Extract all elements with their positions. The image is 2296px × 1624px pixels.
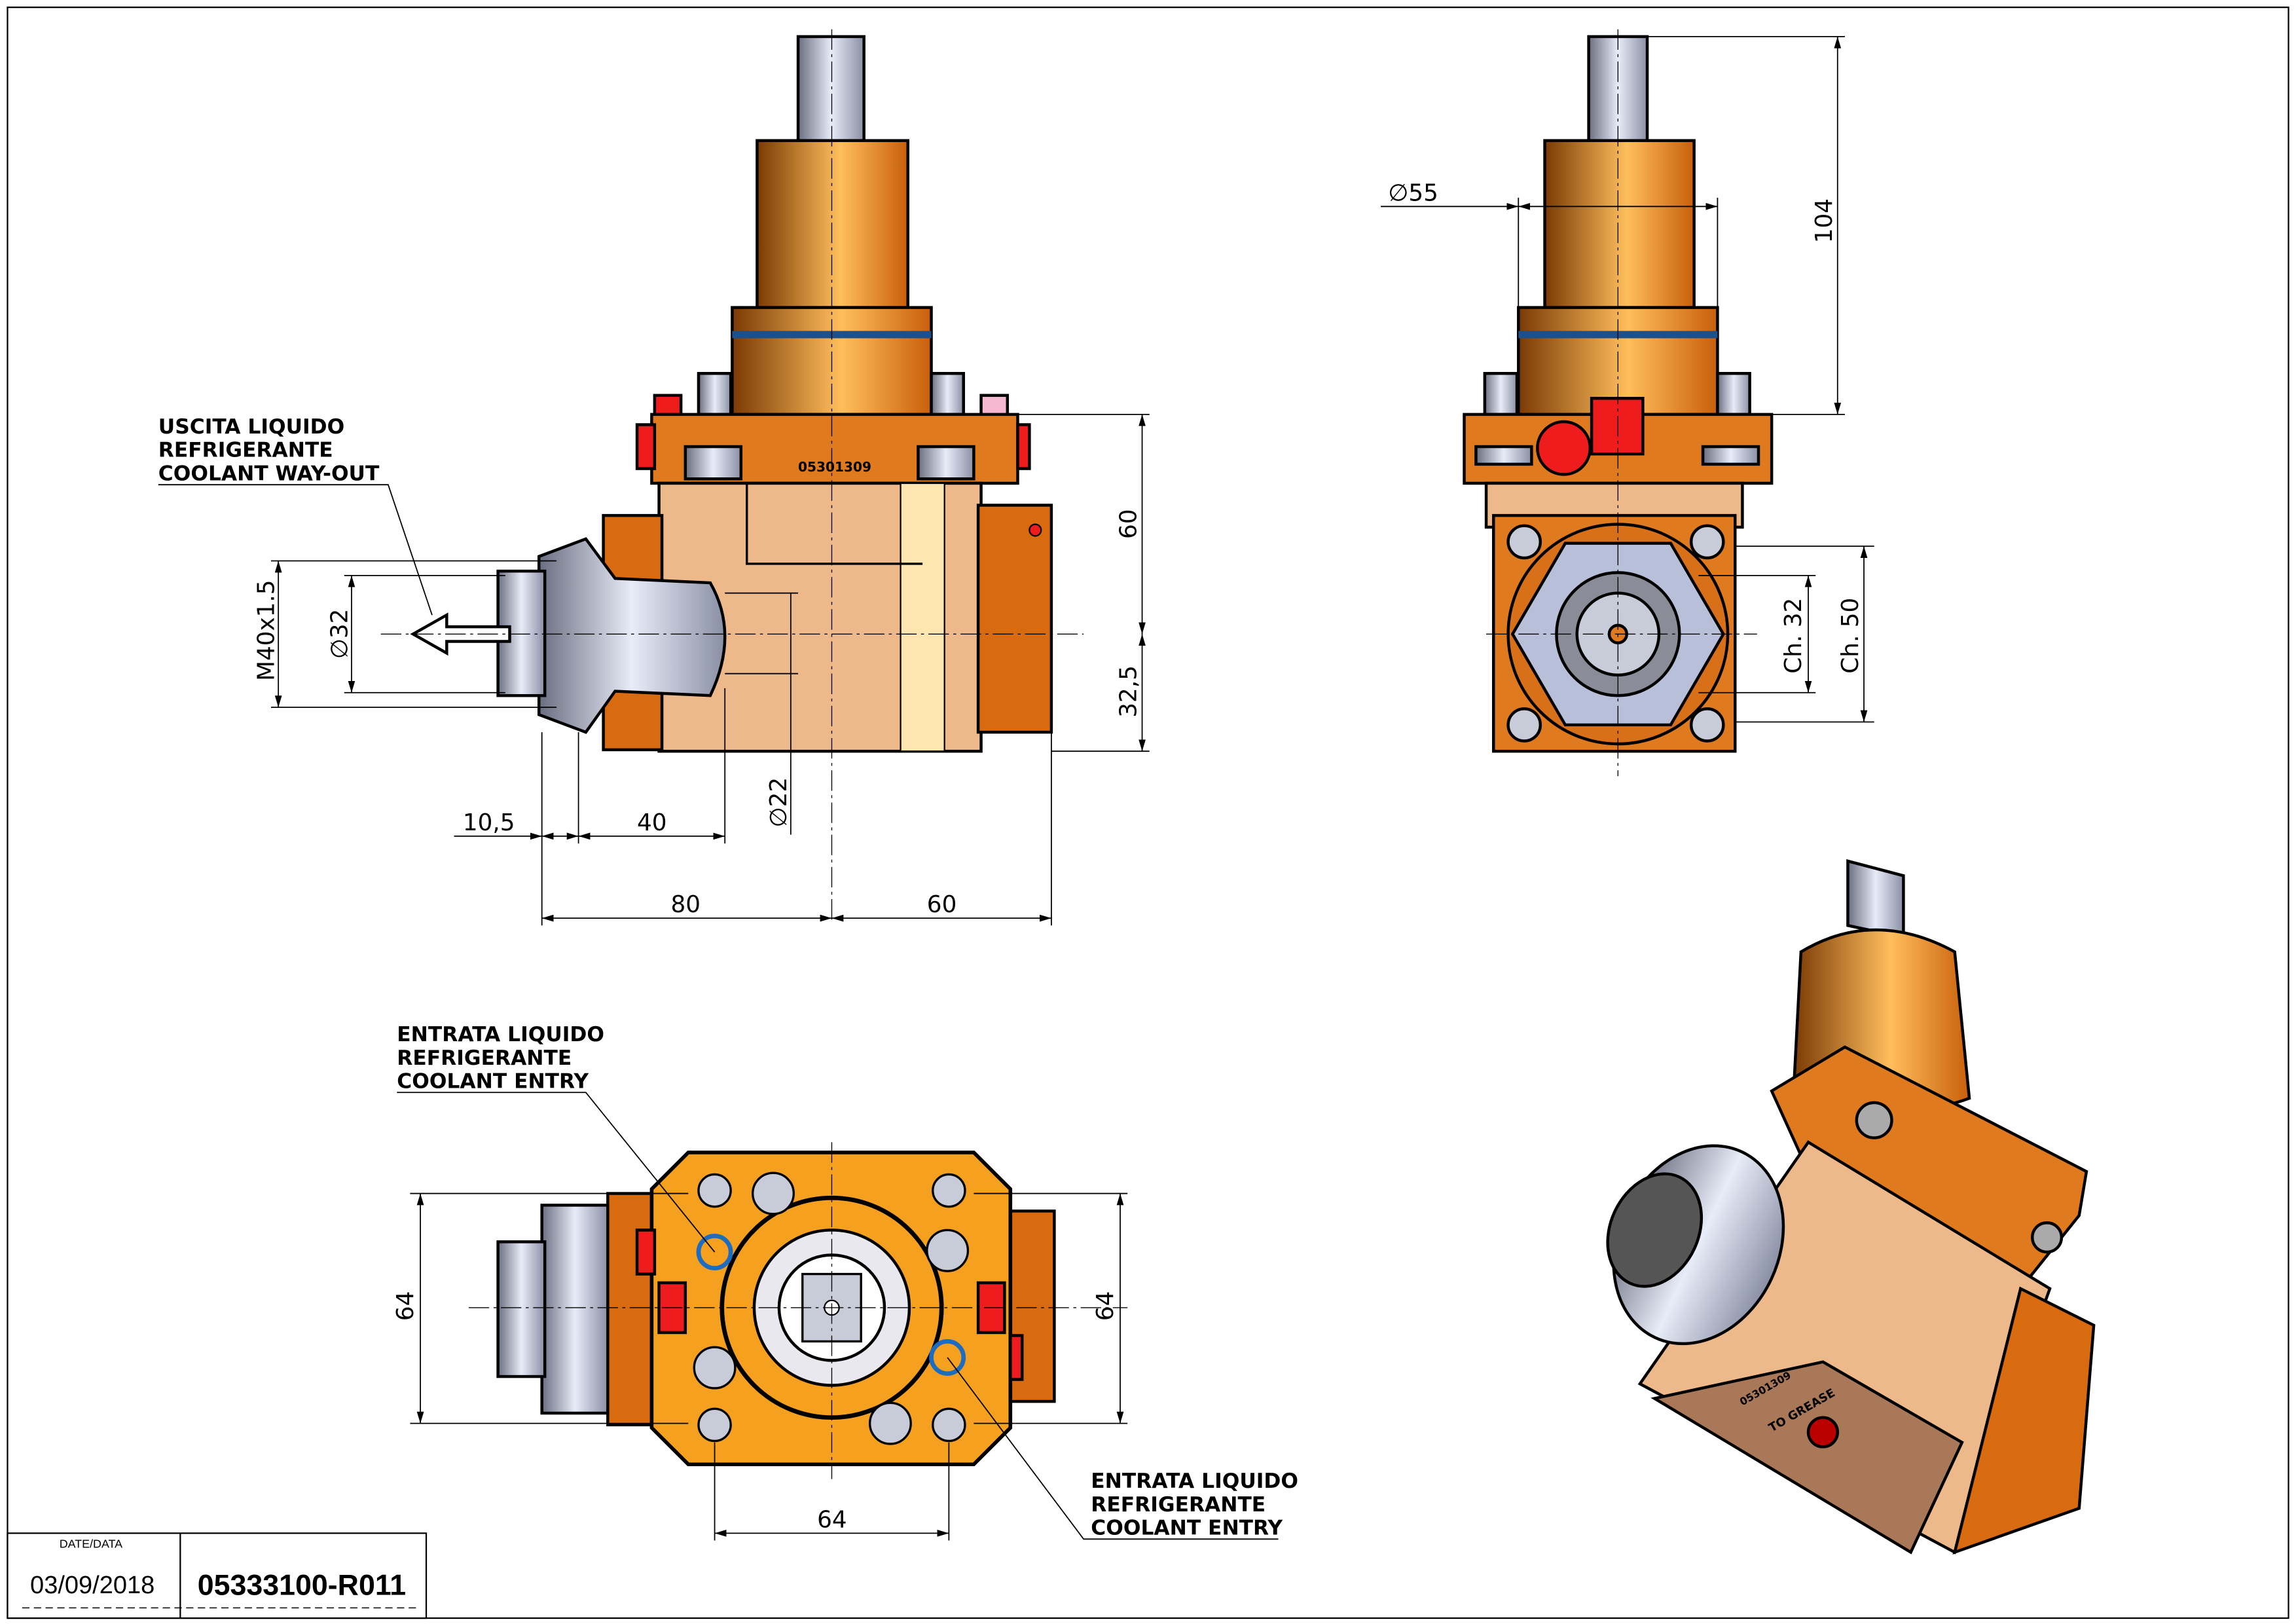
- bottom-dimensions: 64 64 64: [392, 1192, 1128, 1541]
- callout-line-1: USCITA LIQUIDO: [158, 415, 344, 439]
- drawing-number: 05333100-R011: [198, 1569, 406, 1601]
- dim-ch-32: Ch. 32: [1780, 598, 1807, 674]
- part-marking: 05301309: [798, 459, 871, 475]
- callout-line-3: COOLANT ENTRY: [1091, 1517, 1283, 1540]
- side-dimensions: 104 ∅55 Ch. 32 Ch. 50: [1381, 36, 1874, 723]
- callout-line-1: ENTRATA LIQUIDO: [1091, 1469, 1298, 1493]
- dim-offset-a: 10,5: [463, 809, 515, 836]
- dim-bore: ∅32: [326, 609, 353, 659]
- dim-height: 104: [1811, 198, 1838, 243]
- dim-height-upper: 60: [1116, 509, 1142, 539]
- dim-height-lower: 32,5: [1116, 665, 1142, 718]
- drawing-date: 03/09/2018: [30, 1572, 155, 1599]
- callout-line-3: COOLANT ENTRY: [397, 1070, 589, 1094]
- dim-right: 64: [1092, 1291, 1119, 1321]
- dim-diameter: ∅55: [1388, 179, 1438, 206]
- bolt-head: [917, 445, 975, 481]
- shank: [796, 35, 866, 144]
- dim-bottom: 64: [817, 1506, 847, 1533]
- dim-width-right: 60: [927, 891, 957, 918]
- red-block: [1590, 397, 1645, 456]
- callout-line-3: COOLANT WAY-OUT: [158, 462, 380, 485]
- isometric-view: 05301309 TO GREASE: [1606, 859, 2096, 1555]
- front-view: 05301309: [380, 29, 1084, 923]
- body-rib: [900, 482, 945, 752]
- red-plug: [1016, 423, 1031, 470]
- callout-line-2: REFRIGERANTE: [158, 439, 333, 462]
- collet-nut: [540, 1204, 610, 1415]
- callout-line-2: REFRIGERANTE: [397, 1046, 572, 1070]
- coolant-entry-callout-bottom: ENTRATA LIQUIDO REFRIGERANTE COOLANT ENT…: [947, 1357, 1298, 1540]
- stud-left: [697, 372, 733, 416]
- dim-shaft: ∅22: [765, 777, 792, 828]
- dim-offset-b: 40: [637, 809, 667, 836]
- title-block: DATE/DATA 03/09/2018 05333100-R011: [7, 1532, 428, 1619]
- dim-left: 64: [392, 1291, 419, 1321]
- red-plug-left: [653, 394, 683, 418]
- red-plug: [635, 423, 657, 470]
- coolant-way-out-callout: USCITA LIQUIDO REFRIGERANTE COOLANT WAY-…: [158, 415, 433, 616]
- dim-ch-50: Ch. 50: [1837, 598, 1864, 674]
- dim-width-left: 80: [670, 891, 701, 918]
- coolant-entry-callout-top: ENTRATA LIQUIDO REFRIGERANTE COOLANT ENT…: [397, 1023, 716, 1253]
- stud-right: [930, 372, 965, 416]
- bottom-view: [468, 1142, 1128, 1479]
- collet: [496, 1240, 547, 1378]
- front-dimensions: 60 32,5 M40x1.5 ∅32 ∅22 10,5 40 80 60: [253, 413, 1150, 926]
- spindle-housing: [1543, 139, 1696, 309]
- side-block: [976, 504, 1053, 734]
- spindle-housing: [756, 139, 909, 309]
- grease-port: [1806, 1416, 1840, 1449]
- pink-plug-right: [979, 394, 1010, 418]
- side-view: [1463, 29, 1774, 777]
- callout-line-1: ENTRATA LIQUIDO: [397, 1023, 604, 1046]
- collet-nut: [537, 537, 727, 734]
- body-edge: [746, 483, 923, 565]
- drawing-border: [7, 7, 2289, 1619]
- bolt-head: [683, 445, 743, 481]
- red-cap: [1536, 420, 1592, 476]
- stud-right: [1716, 372, 1751, 416]
- stud-left: [1483, 372, 1519, 416]
- date-label: DATE/DATA: [60, 1538, 122, 1551]
- callout-line-2: REFRIGERANTE: [1091, 1493, 1266, 1517]
- dim-thread: M40x1.5: [253, 580, 280, 680]
